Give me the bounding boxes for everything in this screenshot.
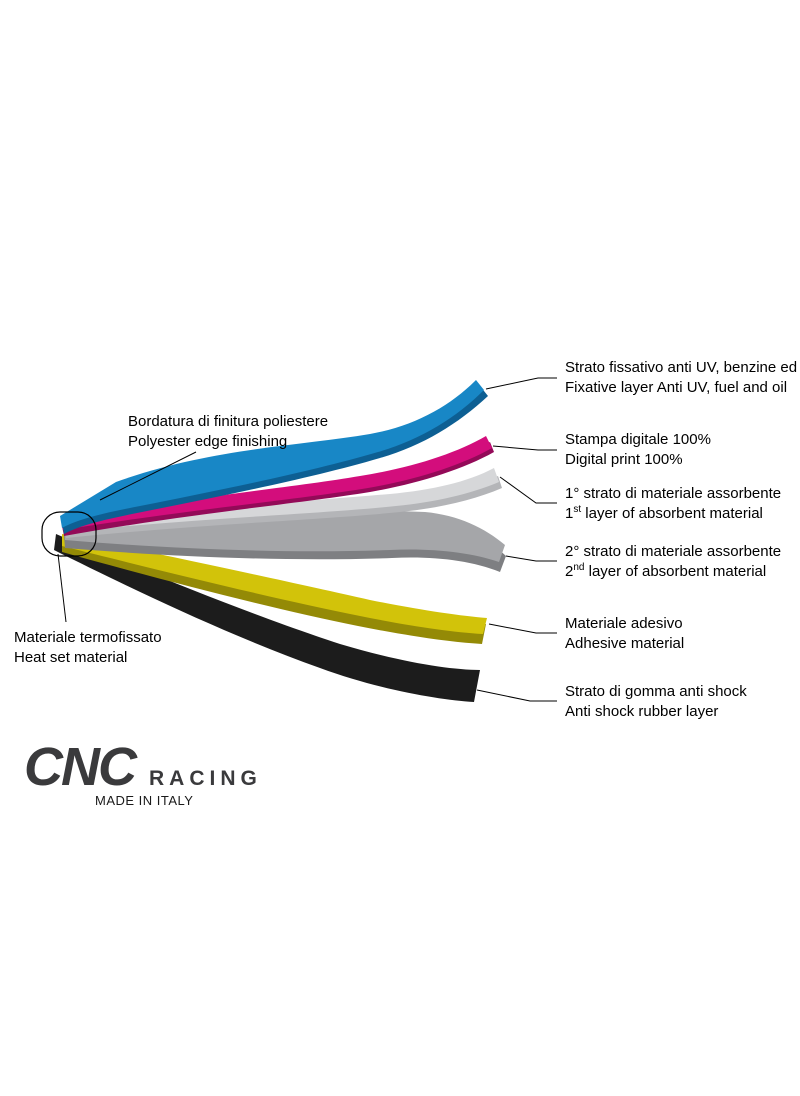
leader-edge-finishing — [99, 451, 197, 501]
leader-fixative — [485, 377, 557, 390]
label-absorbent1: 1° strato di materiale assorbente 1st la… — [565, 484, 781, 524]
cnc-racing-logo: CNC RACING — [24, 736, 262, 798]
label-adhesive: Materiale adesivo Adhesive material — [565, 614, 684, 654]
label-edge-finishing-en: Polyester edge finishing — [128, 433, 288, 450]
label-edge-finishing: Bordatura di finitura poliestere Polyest… — [128, 412, 328, 452]
label-adhesive-it: Materiale adesivo — [565, 615, 683, 632]
label-absorbent2-en-rest: layer of absorbent material — [584, 563, 767, 580]
label-rubber-it: Strato di gomma anti shock — [565, 683, 747, 700]
leader-adhesive — [488, 623, 557, 634]
leader-absorbent1 — [499, 476, 557, 504]
label-absorbent1-en-sup: st — [573, 504, 582, 515]
label-fixative: Strato fissativo anti UV, benzine ed oli… — [565, 358, 800, 398]
label-absorbent2-it: 2° strato di materiale assorbente — [565, 543, 782, 560]
label-absorbent2-en-num: 2 — [565, 563, 574, 580]
leader-rubber — [476, 689, 557, 702]
leader-absorbent2 — [505, 555, 557, 562]
label-absorbent2: 2° strato di materiale assorbente 2nd la… — [565, 542, 781, 582]
label-heat-set-it: Materiale termofissato — [14, 629, 162, 646]
logo-cnc-text: CNC — [24, 737, 137, 797]
label-rubber: Strato di gomma anti shock Anti shock ru… — [565, 682, 747, 722]
label-heat-set-en: Heat set material — [14, 649, 128, 666]
label-adhesive-en: Adhesive material — [565, 635, 685, 652]
label-digital-print: Stampa digitale 100% Digital print 100% — [565, 430, 711, 470]
label-absorbent1-en-rest: layer of absorbent material — [581, 505, 763, 522]
layer-adhesive — [62, 534, 487, 634]
label-absorbent2-en: 2nd layer of absorbent material — [565, 562, 781, 582]
layer-fixative — [60, 380, 484, 528]
made-in-italy-text: MADE IN ITALY — [95, 793, 194, 808]
label-absorbent1-en-num: 1 — [565, 505, 574, 522]
label-absorbent2-en-sup: nd — [573, 562, 585, 573]
label-digital-print-it: Stampa digitale 100% — [565, 431, 711, 448]
leader-digital-print — [492, 445, 557, 451]
layer-print — [62, 436, 492, 530]
label-fixative-en: Fixative layer Anti UV, fuel and oil — [565, 379, 788, 396]
label-rubber-en: Anti shock rubber layer — [565, 703, 719, 720]
tip-outline — [41, 511, 97, 557]
logo-racing-text: RACING — [149, 767, 262, 790]
layer-absorbent1-edge — [64, 476, 502, 538]
label-fixative-it: Strato fissativo anti UV, benzine ed oli — [565, 359, 800, 376]
label-heat-set: Materiale termofissato Heat set material — [14, 628, 162, 668]
label-digital-print-en: Digital print 100% — [565, 451, 683, 468]
label-edge-finishing-it: Bordatura di finitura poliestere — [128, 413, 329, 430]
label-absorbent1-en: 1st layer of absorbent material — [565, 504, 781, 524]
label-absorbent1-it: 1° strato di materiale assorbente — [565, 485, 782, 502]
layer-rubber — [54, 534, 480, 702]
leader-heat-set — [57, 553, 67, 623]
